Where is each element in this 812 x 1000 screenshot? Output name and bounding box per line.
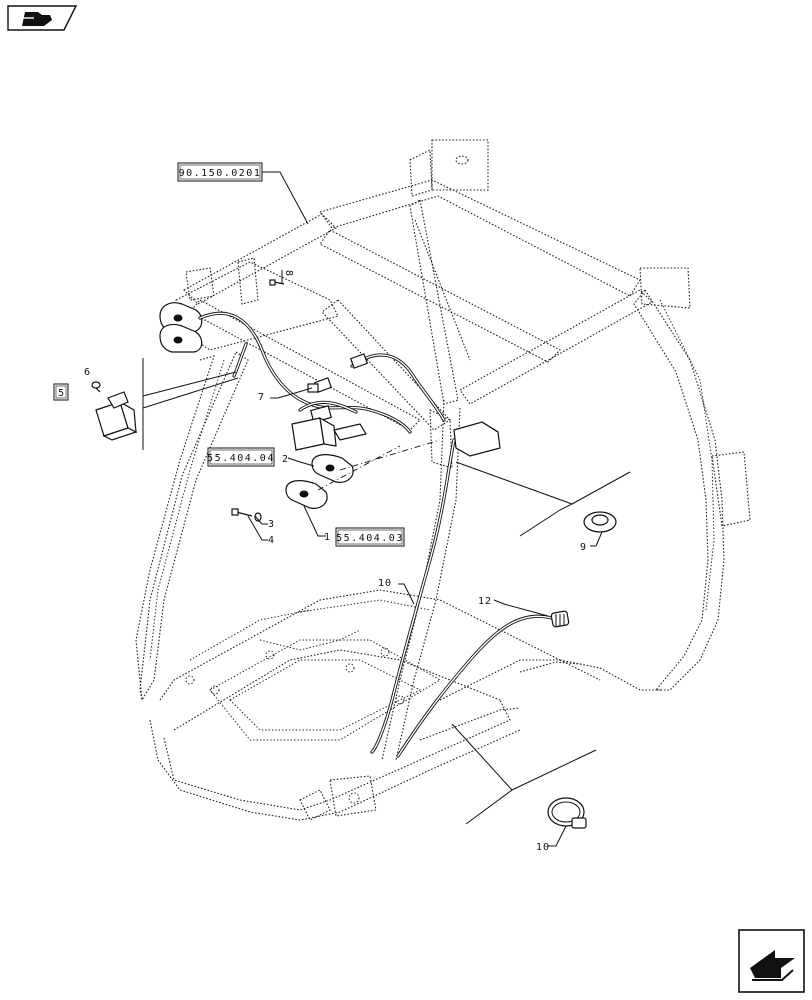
book-page-icon[interactable]: [7, 5, 78, 31]
next-page-arrow-icon[interactable]: [738, 929, 805, 993]
reference-lamp-rear-text: 55.404.04: [207, 453, 275, 464]
callout-1: 1: [324, 532, 331, 543]
screw-part-6: [91, 381, 101, 393]
callout-box-5: [53, 383, 69, 401]
screw-part-3: [231, 508, 253, 517]
cab-frame: [135, 139, 751, 821]
callout-4: 4: [268, 535, 275, 546]
grommet-part-9: [583, 511, 617, 533]
leader-lines: [142, 171, 631, 847]
rear-work-lamp-lower: [159, 323, 203, 353]
callout-9: 9: [580, 542, 587, 553]
work-lamp-part-5: [95, 391, 138, 441]
reference-main-text: 90.150.0201: [179, 168, 262, 179]
callout-labels: 1 2 3 4 5 6 7 8 9 10 10 12: [58, 270, 587, 853]
callout-10-upper: 10: [378, 578, 392, 589]
wire-harness-10: [370, 438, 456, 754]
side-lamp-part-2: [311, 454, 354, 483]
harness-clip-part-7: [307, 383, 319, 393]
reference-box-lamp-rear[interactable]: 55.404.04: [207, 447, 275, 467]
callout-10-lower: 10: [536, 842, 550, 853]
side-lamp-part-1: [285, 480, 328, 509]
wire-harness-12: [396, 610, 570, 758]
beam-work-lamp: [291, 416, 367, 451]
right-side-lamp: [453, 421, 501, 457]
washer-part-4: [254, 512, 262, 522]
reference-box-lamp-front[interactable]: 55.404.03: [335, 527, 405, 547]
hose-clamp-part-10: [547, 797, 587, 829]
callout-7: 7: [258, 392, 265, 403]
callout-6: 6: [84, 367, 91, 378]
harness-connector-upper: [349, 353, 369, 369]
callout-5: 5: [58, 388, 65, 399]
wiring-harness: [198, 311, 446, 434]
callout-2: 2: [282, 454, 289, 465]
callout-12: 12: [478, 596, 492, 607]
callout-3: 3: [268, 519, 275, 530]
callout-8: 8: [283, 270, 294, 277]
reference-box-main[interactable]: 90.150.0201: [177, 162, 263, 182]
reference-lamp-front-text: 55.404.03: [336, 533, 404, 544]
